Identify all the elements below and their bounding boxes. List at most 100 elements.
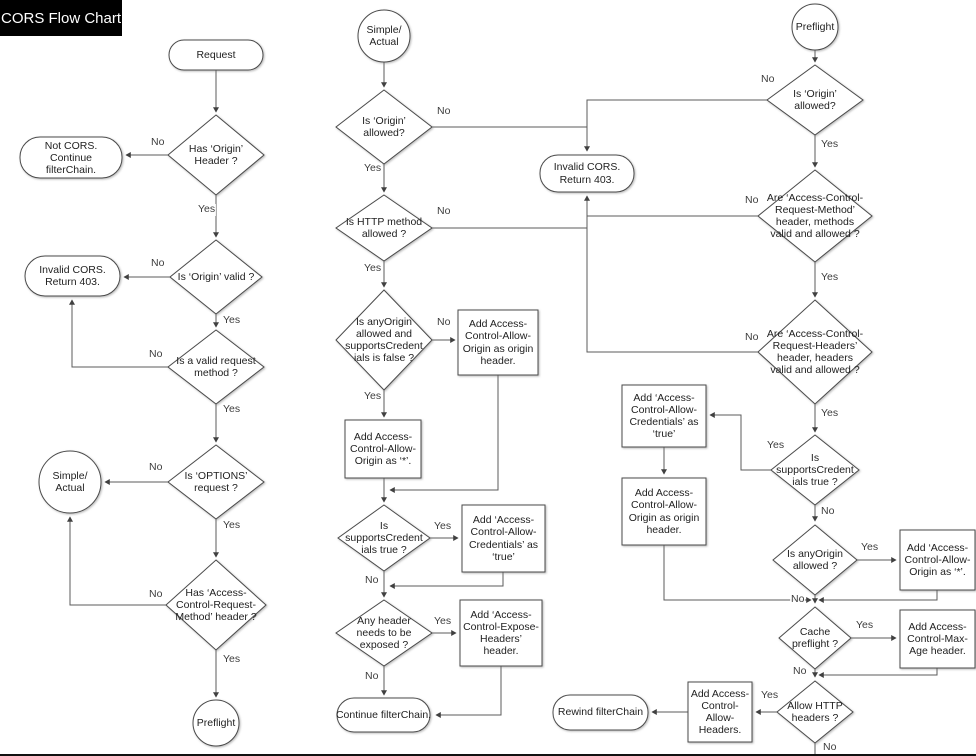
invalid-cors-terminator-mid: [539, 154, 635, 193]
preflight-connector-right: [791, 3, 839, 51]
add-allow-headers-label: Add Access-Control-Allow-Headers.: [690, 687, 750, 737]
mid-add-origin-star-label: Add Access-Control-Allow-Origin as ‘*’.: [350, 430, 416, 468]
right-add-credentials-process: [621, 384, 707, 448]
flow-connector: [69, 299, 168, 368]
page-bottom-edge: [0, 754, 976, 756]
edge-label-yes: Yes: [855, 619, 875, 632]
edge-label-yes: Yes: [222, 314, 242, 327]
not-cors-terminator: [19, 136, 123, 179]
edge-label-no: No: [790, 593, 806, 606]
right-add-origin-star-process: [899, 529, 976, 591]
flow-connector: [818, 668, 938, 678]
mid-add-origin-header-process: [457, 309, 539, 376]
right-add-origin-header-process: [621, 477, 707, 546]
right-supports-credentials-decision: [770, 434, 860, 506]
right-is-anyorigin-allowed-label: Is anyOrigin allowed ?: [786, 547, 844, 572]
request-label: Request: [196, 48, 236, 61]
edge-label-yes: Yes: [222, 519, 242, 532]
right-acrh-valid-label: Are ‘Access-Control-Request-Headers’ hea…: [766, 327, 864, 377]
request-terminator: [168, 39, 264, 71]
right-acrm-valid-decision: [757, 169, 873, 263]
flow-connector: [389, 375, 499, 493]
rewind-filterchain-label: Rewind filterChain: [557, 706, 644, 719]
edge-label-no: No: [148, 588, 164, 601]
edge-label-yes: Yes: [766, 439, 786, 452]
right-add-credentials-label: Add ‘Access-Control-Allow-Credentials’ a…: [629, 391, 699, 441]
mid-is-origin-allowed-label: Is ‘Origin’ allowed?: [362, 114, 406, 139]
mid-any-header-exposed-label: Any header needs to be exposed ?: [356, 614, 412, 652]
is-origin-valid-label: Is ‘Origin’ valid ?: [177, 270, 255, 283]
edge-label-no: No: [436, 205, 452, 218]
rewind-filterchain-terminator: [552, 694, 649, 731]
flow-connector: [435, 666, 502, 718]
continue-filterchain-label: Continue filterChain.: [335, 708, 432, 721]
mid-add-expose-headers-label: Add ‘Access-Control-Expose-Headers’ head…: [463, 608, 539, 658]
not-cors-label: Not CORS. Continue filterChain.: [44, 139, 98, 177]
allow-http-headers-decision: [776, 680, 854, 744]
connector-layer: [67, 50, 938, 754]
chart-title: CORS Flow Chart: [0, 0, 122, 36]
simple-actual-left-label: Simple/ Actual: [52, 469, 88, 494]
right-add-origin-star-label: Add ‘Access-Control-Allow-Origin as ‘*’.: [904, 541, 971, 579]
flow-connector: [709, 412, 771, 471]
edge-label-no: No: [364, 670, 380, 683]
edge-label-yes: Yes: [363, 262, 383, 275]
flow-connector: [389, 572, 504, 589]
cache-preflight-decision: [778, 606, 852, 670]
preflight-left-label: Preflight: [196, 716, 236, 729]
edge-label-yes: Yes: [363, 162, 383, 175]
flow-connector: [818, 590, 938, 603]
has-origin-header-decision: [167, 114, 265, 196]
invalid-cors-left-label: Invalid CORS. Return 403.: [39, 263, 106, 288]
flow-connector: [584, 99, 767, 152]
flow-connector: [67, 516, 166, 606]
edge-label-yes: Yes: [363, 390, 383, 403]
edge-label-no: No: [364, 574, 380, 587]
flow-connector: [663, 545, 812, 603]
edge-label-no: No: [150, 257, 166, 270]
is-valid-request-method-decision: [167, 329, 265, 405]
edge-label-no: No: [148, 348, 164, 361]
shape-layer: [19, 3, 976, 747]
invalid-cors-mid-label: Invalid CORS. Return 403.: [553, 161, 621, 186]
edge-label-yes: Yes: [197, 203, 217, 216]
right-add-origin-header-label: Add Access-Control-Allow-Origin as origi…: [628, 487, 700, 536]
edge-label-no: No: [820, 505, 836, 518]
add-allow-headers-process: [687, 681, 753, 743]
right-is-origin-allowed-decision: [766, 64, 864, 136]
right-is-origin-allowed-label: Is ‘Origin’ allowed?: [793, 87, 837, 112]
cache-preflight-label: Cache preflight ?: [791, 625, 839, 650]
edge-label-no: No: [148, 461, 164, 474]
mid-anyorigin-credentials-decision: [335, 289, 433, 391]
mid-add-origin-header-label: Add Access-Control-Allow-Origin as origi…: [462, 318, 534, 367]
right-acrh-valid-decision: [757, 299, 873, 405]
continue-filterchain-terminator: [336, 697, 431, 733]
edge-label-yes: Yes: [222, 403, 242, 416]
edge-label-yes: Yes: [820, 407, 840, 420]
mid-supports-credentials-decision: [337, 504, 431, 572]
allow-http-headers-label: Allow HTTP headers ?: [787, 699, 843, 724]
mid-add-credentials-process: [461, 504, 546, 573]
is-options-request-decision: [167, 444, 265, 520]
edge-label-yes: Yes: [433, 520, 453, 533]
edge-label-no: No: [744, 194, 760, 207]
simple-actual-connector-left: [38, 450, 102, 514]
preflight-connector-left: [192, 699, 240, 747]
is-origin-valid-decision: [169, 239, 263, 315]
mid-add-expose-headers-process: [459, 599, 543, 667]
edge-label-yes: Yes: [760, 689, 780, 702]
add-max-age-process: [899, 609, 976, 669]
edge-label-yes: Yes: [222, 653, 242, 666]
has-origin-header-label: Has ‘Origin’ Header ?: [188, 142, 244, 167]
edge-label-yes: Yes: [860, 541, 880, 554]
right-acrm-valid-label: Are ‘Access-Control-Request-Method’ head…: [766, 191, 864, 241]
simple-actual-mid-label: Simple/ Actual: [366, 23, 402, 48]
edge-label-yes: Yes: [820, 271, 840, 284]
edge-label-no: No: [436, 316, 452, 329]
simple-actual-connector-mid: [357, 9, 411, 63]
mid-add-origin-star-process: [344, 419, 422, 479]
edge-label-yes: Yes: [433, 615, 453, 628]
invalid-cors-terminator-left: [24, 255, 121, 297]
